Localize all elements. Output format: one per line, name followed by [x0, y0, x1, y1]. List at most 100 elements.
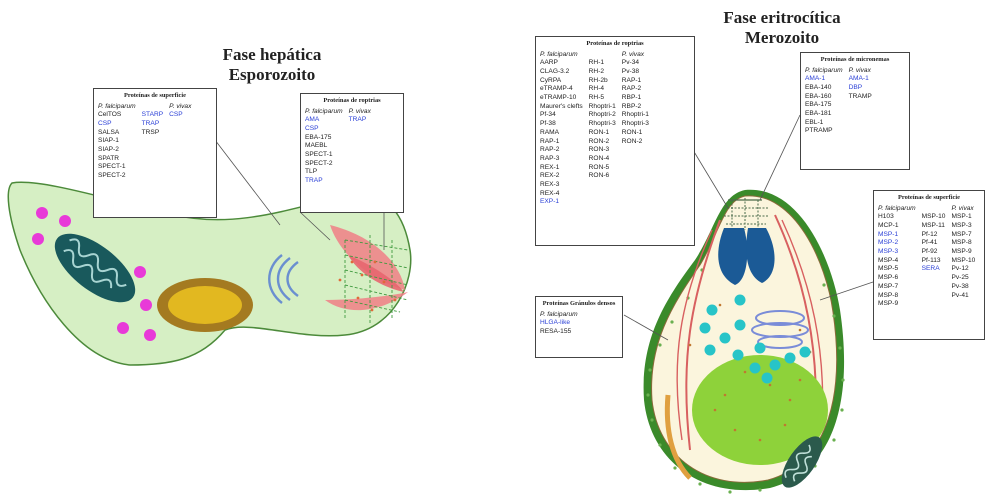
protein-item: MSP-7 [951, 231, 975, 240]
protein-item: CelTOS [98, 111, 136, 120]
protein-item: RBP-2 [622, 103, 649, 112]
species-header: P. vivax [349, 108, 371, 117]
protein-column: P. falciparumAARPCLAG-3.2CyRPAeTRAMP-4eT… [540, 51, 583, 208]
protein-item: RAP-2 [622, 85, 649, 94]
protein-item: Rhoptri-1 [622, 111, 649, 120]
protein-item: MSP-10 [951, 257, 975, 266]
protein-item: TRAMP [849, 93, 872, 102]
protein-item: RAP-1 [622, 77, 649, 86]
protein-item: HLGA-like [540, 319, 578, 328]
species-header: P. vivax [169, 103, 191, 112]
protein-item: MSP-1 [951, 213, 975, 222]
protein-item: MSP-11 [922, 222, 946, 231]
protein-columns: P. falciparumCelTOSCSPSALSASIAP-1SIAP-2S… [98, 103, 212, 181]
protein-item: RON-6 [589, 172, 616, 181]
protein-item: Pv-38 [951, 283, 975, 292]
protein-item: Pf-113 [922, 257, 946, 266]
species-header: P. falciparum [540, 311, 578, 320]
protein-item: SPECT-2 [305, 160, 343, 169]
protein-item: SPECT-2 [98, 172, 136, 181]
protein-item: Pf-34 [540, 111, 583, 120]
protein-item: MSP-5 [878, 265, 916, 274]
protein-item: MAEBL [305, 142, 343, 151]
species-header [589, 51, 616, 60]
protein-item: RON-2 [589, 138, 616, 147]
box-title: Proteínas de roptrias [305, 97, 399, 105]
protein-item: SALSA [98, 129, 136, 138]
protein-columns: P. falciparumHLGA-likeRESA-155 [540, 311, 618, 337]
protein-item: Rhoptri-3 [622, 120, 649, 129]
protein-item: RON-1 [622, 129, 649, 138]
protein-item: SPECT-1 [305, 151, 343, 160]
protein-item: RESA-155 [540, 328, 578, 337]
protein-item: MSP-3 [878, 248, 916, 257]
protein-item: SIAP-2 [98, 146, 136, 155]
protein-item: STARP [142, 111, 164, 120]
box-title: Proteínas de roptrias [540, 40, 690, 48]
species-header: P. falciparum [878, 205, 916, 214]
species-header: P. vivax [849, 67, 872, 76]
protein-column: P. falciparumAMA-1EBA-140EBA-160EBA-175E… [805, 67, 843, 137]
protein-column: P. falciparumHLGA-likeRESA-155 [540, 311, 578, 337]
protein-item: EBA-175 [805, 101, 843, 110]
protein-item: RON-2 [622, 138, 649, 147]
protein-item: CyRPA [540, 77, 583, 86]
protein-item: CSP [305, 125, 343, 134]
protein-item: EBA-140 [805, 84, 843, 93]
species-header: P. vivax [622, 51, 649, 60]
box-title: Proteínas de superficie [98, 92, 212, 100]
protein-item: PTRAMP [805, 127, 843, 136]
protein-item: SPECT-1 [98, 163, 136, 172]
protein-item: RH-2b [589, 77, 616, 86]
protein-item: Pf-38 [540, 120, 583, 129]
erythrocytic-rhoptry-proteins-box: Proteínas de roptrias P. falciparumAARPCL… [535, 36, 695, 246]
protein-item: CSP [98, 120, 136, 129]
protein-item: SIAP-1 [98, 137, 136, 146]
protein-item: Pv-38 [622, 68, 649, 77]
protein-item: eTRAMP-4 [540, 85, 583, 94]
protein-column: P. falciparumH103MCP-1MSP-1MSP-2MSP-3MSP… [878, 205, 916, 309]
protein-item: RON-4 [589, 155, 616, 164]
erythrocytic-stage-title: Fase eritrocítica Merozoito [692, 8, 872, 48]
protein-item: MSP-10 [922, 213, 946, 222]
species-header [922, 205, 946, 214]
protein-item: TRAP [142, 120, 164, 129]
erythrocytic-surface-proteins-box: Proteínas de superficie P. falciparumH103… [873, 190, 985, 340]
protein-item: H103 [878, 213, 916, 222]
protein-item: AMA-1 [805, 75, 843, 84]
liver-stage-title-line1: Fase hepática [192, 45, 352, 65]
protein-item: MSP-9 [878, 300, 916, 309]
protein-item: RBP-1 [622, 94, 649, 103]
species-header: P. falciparum [805, 67, 843, 76]
protein-item: CSP [169, 111, 191, 120]
protein-item: SPATR [98, 155, 136, 164]
protein-item: MSP-8 [951, 239, 975, 248]
connector-line [693, 150, 728, 208]
protein-item: MSP-4 [878, 257, 916, 266]
protein-item: EXP-1 [540, 198, 583, 207]
protein-item: RON-3 [589, 146, 616, 155]
protein-item: Rhoptri-3 [589, 120, 616, 129]
protein-item: MSP-1 [878, 231, 916, 240]
species-header: P. vivax [951, 205, 975, 214]
box-title: Proteínas de superficie [878, 194, 980, 202]
protein-item: MSP-3 [951, 222, 975, 231]
protein-item: RH-2 [589, 68, 616, 77]
liver-stage-title-line2: Esporozoito [192, 65, 352, 85]
protein-item: RON-1 [589, 129, 616, 138]
protein-item: EBA-175 [305, 134, 343, 143]
species-header [142, 103, 164, 112]
protein-column: RH-1RH-2RH-2bRH-4RH-5Rhoptri-1Rhoptri-2R… [589, 51, 616, 208]
protein-item: Pv-25 [951, 274, 975, 283]
protein-columns: P. falciparumH103MCP-1MSP-1MSP-2MSP-3MSP… [878, 205, 980, 309]
liver-stage-title: Fase hepática Esporozoito [192, 45, 352, 85]
protein-item: TRAP [349, 116, 371, 125]
connector-line [760, 115, 800, 200]
